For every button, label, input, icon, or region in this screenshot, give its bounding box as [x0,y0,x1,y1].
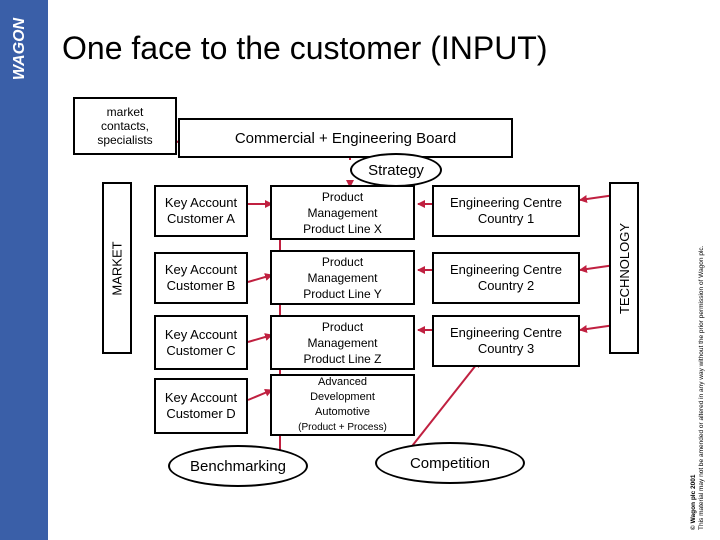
product-management-y-label: Product Management Product Line Y [303,254,382,301]
board-label: Commercial + Engineering Board [234,129,457,147]
advanced-development-line4: (Product + Process) [298,422,387,433]
product-management-x: Product Management Product Line X [270,185,415,240]
product-management-z: Product Management Product Line Z [270,315,415,370]
key-account-c-label: Key Account Customer C [164,326,238,358]
engineering-centre-3-label: Engineering Centre Country 3 [449,325,563,356]
key-account-b: Key Account Customer B [154,252,248,304]
competition-oval: Competition [375,442,525,484]
arrow-ka-b [247,273,273,283]
market-label: MARKET [109,240,125,296]
advanced-development-line1: Advanced [318,376,367,388]
board-box: Commercial + Engineering Board [178,118,513,158]
key-account-d-label: Key Account Customer D [164,390,238,421]
wagon-logo: WAGON [11,17,28,80]
advanced-development-box: Advanced Development Automotive (Product… [270,374,415,436]
market-bar: MARKET [102,182,132,354]
product-management-z-label: Product Management Product Line Z [303,319,382,366]
arrow-ka-d [247,389,273,401]
advanced-development-line2: Development [310,391,375,403]
key-account-a: Key Account Customer A [154,185,248,237]
technology-label: TECHNOLOGY [616,222,632,314]
engineering-centre-2-label: Engineering Centre Country 2 [449,262,563,293]
copyright-notice: © Wagon plc 2001 This material may not b… [690,160,706,530]
strategy-oval: Strategy [350,153,442,187]
strategy-label: Strategy [368,161,424,179]
brand-sidebar [0,0,48,540]
page-title: One face to the customer (INPUT) [62,30,548,66]
key-account-b-label: Key Account Customer B [164,262,238,293]
key-account-c: Key Account Customer C [154,315,248,370]
key-account-a-label: Key Account Customer A [164,195,238,226]
market-contacts-label: market contacts, specialists [97,105,153,147]
advanced-development-line3: Automotive [314,406,371,418]
logo-text: WAGON [11,17,28,80]
competition-label: Competition [409,454,491,472]
copyright-line1: © Wagon plc 2001 [690,474,697,530]
engineering-centre-3: Engineering Centre Country 3 [432,315,580,367]
engineering-centre-1: Engineering Centre Country 1 [432,185,580,237]
copyright-line2: This material may not be amended or alte… [698,245,705,530]
technology-bar: TECHNOLOGY [609,182,639,354]
benchmarking-label: Benchmarking [190,457,286,475]
engineering-centre-1-label: Engineering Centre Country 1 [449,195,563,226]
arrow-ka-c [247,333,273,343]
market-contacts-box: market contacts, specialists [73,97,177,155]
arrow-competition [404,359,481,456]
engineering-centre-2: Engineering Centre Country 2 [432,252,580,304]
product-management-x-label: Product Management Product Line X [303,189,382,236]
product-management-y: Product Management Product Line Y [270,250,415,305]
key-account-d: Key Account Customer D [154,378,248,434]
benchmarking-oval: Benchmarking [168,445,308,487]
